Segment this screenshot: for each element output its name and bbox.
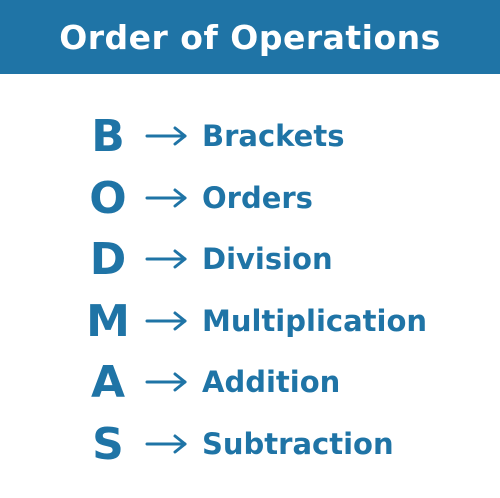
acronym-row-brackets: B Brackets — [0, 106, 500, 168]
acronym-letter: B — [91, 111, 125, 162]
operation-word: Subtraction — [202, 426, 394, 461]
acronym-list: B Brackets O Orders D Division M — [0, 106, 500, 475]
acronym-row-addition: A Addition — [0, 352, 500, 414]
acronym-row-orders: O Orders — [0, 168, 500, 230]
page-title: Order of Operations — [59, 17, 441, 57]
right-arrow-icon — [145, 249, 187, 269]
acronym-row-multiplication: M Multiplication — [0, 291, 500, 353]
acronym-row-division: D Division — [0, 229, 500, 291]
acronym-letter: M — [86, 295, 130, 347]
header-banner: Order of Operations — [0, 0, 500, 74]
operation-word: Addition — [202, 365, 341, 399]
acronym-letter: S — [92, 418, 124, 470]
operation-word: Brackets — [202, 119, 345, 153]
operation-word: Orders — [202, 180, 313, 215]
acronym-letter: D — [89, 234, 127, 285]
acronym-letter: O — [89, 172, 127, 224]
right-arrow-icon — [145, 126, 187, 146]
right-arrow-icon — [145, 372, 187, 392]
acronym-row-subtraction: S Subtraction — [0, 414, 500, 476]
operation-word: Division — [202, 242, 333, 276]
right-arrow-icon — [145, 188, 187, 207]
acronym-letter: A — [90, 357, 126, 408]
right-arrow-icon — [145, 311, 187, 330]
operation-word: Multiplication — [202, 303, 428, 338]
right-arrow-icon — [145, 434, 187, 453]
